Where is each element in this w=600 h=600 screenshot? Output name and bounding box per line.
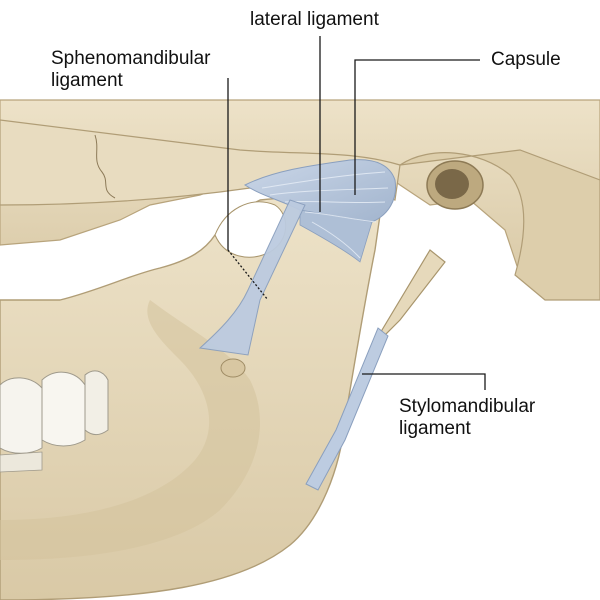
leader-stylo	[362, 373, 486, 390]
label-lateral-ligament: lateral ligament	[250, 9, 379, 30]
meatus-opening	[435, 169, 469, 199]
tooth-1	[0, 377, 43, 454]
mastoid-region	[399, 149, 600, 301]
tooth-lower-1	[0, 451, 43, 473]
label-sphenomandibular-line-2: ligament	[51, 70, 123, 91]
lingula	[220, 358, 246, 378]
label-stylomandibular-line-2: ligament	[399, 418, 471, 439]
styloid-process	[374, 249, 446, 346]
ramus-shading	[0, 300, 260, 560]
label-stylomandibular-line-1: Stylomandibular	[399, 396, 536, 417]
tooth-3	[84, 370, 109, 435]
teeth	[0, 370, 109, 473]
leader-capsule	[354, 59, 480, 195]
leader-lines	[227, 36, 486, 390]
mandible	[0, 197, 381, 600]
stylomandibular-ligament	[305, 327, 389, 491]
suture-line	[94, 134, 116, 199]
label-sphenomandibular-line-1: Sphenomandibular	[51, 48, 211, 69]
tooth-2	[41, 371, 86, 447]
leader-spheno-dotted	[227, 249, 269, 301]
lateral-ligament-band	[299, 209, 373, 263]
sphenomandibular-ligament	[198, 199, 306, 356]
label-capsule: Capsule	[491, 49, 561, 70]
